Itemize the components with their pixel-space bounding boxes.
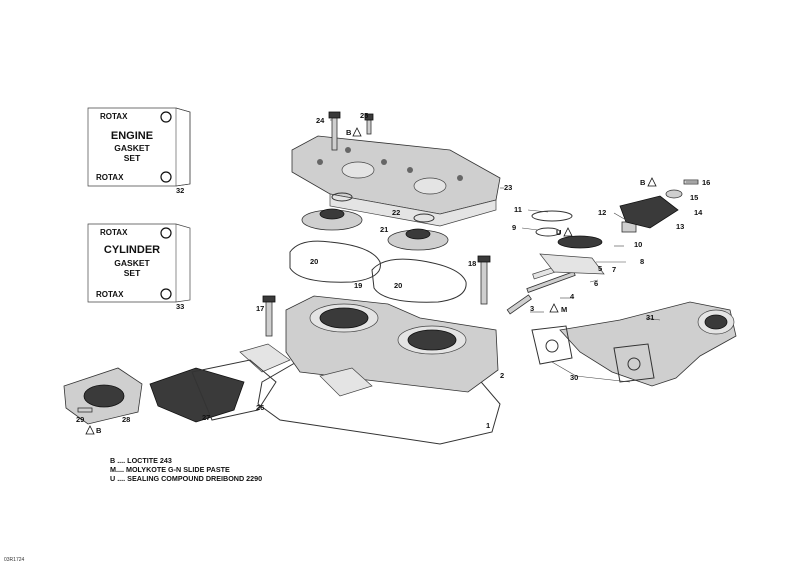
callout-9[interactable]: 9	[512, 223, 516, 232]
callout-14[interactable]: 14	[694, 208, 703, 217]
valve-cover-screw[interactable]	[665, 189, 683, 199]
kit-subtitle: SET	[124, 153, 141, 163]
callout-30[interactable]: 30	[570, 373, 578, 382]
callout-20[interactable]: 20	[394, 281, 402, 290]
adaptor-screw[interactable]	[77, 407, 93, 413]
callout-20[interactable]: 20	[310, 257, 318, 266]
callout-22[interactable]: 22	[392, 208, 400, 217]
callout-21[interactable]: 21	[380, 225, 388, 234]
callout-1[interactable]: 1	[486, 421, 490, 430]
callout-6[interactable]: 6	[594, 279, 598, 288]
callout-11[interactable]: 11	[514, 205, 522, 214]
kit-subtitle: GASKET	[114, 143, 150, 153]
valve-piston[interactable]	[557, 235, 603, 249]
figure-code: 03R1724	[4, 557, 25, 563]
callout-27[interactable]: 27	[202, 413, 210, 422]
reed-valve[interactable]	[149, 367, 245, 423]
brp-logo-icon	[160, 227, 172, 239]
combustion-chamber-insert[interactable]	[301, 208, 363, 231]
legend-sealing-compound: U .... SEALING COMPOUND DREIBOND 2290	[110, 474, 262, 483]
callout-4[interactable]: 4	[570, 292, 575, 301]
callout-10[interactable]: 10	[634, 240, 642, 249]
cylinder-block[interactable]	[239, 295, 499, 397]
loctite-b-icon	[85, 425, 95, 435]
cylinder-head[interactable]	[291, 135, 501, 227]
cylinder-stud[interactable]	[477, 255, 491, 305]
kit-brand: ROTAX	[100, 228, 128, 237]
o-ring[interactable]	[413, 213, 435, 223]
callout-29[interactable]: 29	[76, 415, 84, 424]
kit-brand: ROTAX	[96, 290, 124, 299]
molykote-m-icon	[549, 303, 559, 313]
kit-brand: ROTAX	[100, 112, 128, 121]
callout-3[interactable]: 3	[530, 304, 534, 313]
callout-12[interactable]: 12	[598, 208, 606, 217]
callout-17[interactable]: 17	[256, 304, 264, 313]
brp-logo-icon	[160, 288, 172, 300]
legend-molykote: M.... MOLYKOTE G-N SLIDE PASTE	[110, 465, 230, 474]
engine-gasket-set-card[interactable]: ROTAX ENGINE GASKET SET ROTAX	[87, 107, 191, 187]
brp-logo-icon	[160, 111, 172, 123]
code-b: B	[346, 128, 352, 137]
code-m: M	[561, 305, 567, 314]
valve-seal[interactable]	[535, 227, 561, 237]
callout-16[interactable]: 16	[702, 178, 710, 187]
callout-24[interactable]: 24	[316, 116, 325, 125]
code-u: U	[556, 228, 561, 237]
callout-28[interactable]: 28	[122, 415, 130, 424]
valve-rod[interactable]	[506, 294, 532, 315]
combustion-chamber-insert[interactable]	[387, 228, 449, 251]
head-bolt[interactable]	[328, 111, 341, 151]
cylinder-stud[interactable]	[262, 295, 276, 337]
valve-blade[interactable]	[526, 271, 576, 293]
kit-subtitle: GASKET	[114, 258, 150, 268]
callout-5[interactable]: 5	[598, 264, 602, 273]
exhaust-gasket[interactable]	[531, 325, 573, 365]
head-gasket[interactable]	[289, 240, 381, 283]
valve-housing[interactable]	[539, 253, 605, 275]
legend-loctite: B .... LOCTITE 243	[110, 456, 172, 465]
kit-brand: ROTAX	[96, 173, 124, 182]
loctite-b-icon	[647, 177, 657, 187]
reed-valve-gasket[interactable]	[191, 359, 277, 421]
callout-32[interactable]: 32	[176, 186, 184, 195]
exhaust-gasket[interactable]	[613, 343, 655, 383]
callout-15[interactable]: 15	[690, 193, 698, 202]
callout-18[interactable]: 18	[468, 259, 476, 268]
leader-lines	[330, 119, 698, 383]
brp-logo-icon	[160, 171, 172, 183]
code-b: B	[640, 178, 646, 187]
sealing-compound-u-icon	[563, 227, 573, 237]
o-ring[interactable]	[331, 192, 353, 202]
callout-26[interactable]: 26	[256, 403, 264, 412]
callout-31[interactable]: 31	[646, 313, 654, 322]
kit-subtitle: SET	[124, 268, 141, 278]
cylinder-gasket-set-card[interactable]: ROTAX CYLINDER GASKET SET ROTAX	[87, 223, 191, 303]
callout-7[interactable]: 7	[612, 265, 616, 274]
callout-33[interactable]: 33	[176, 302, 184, 311]
callout-19[interactable]: 19	[354, 281, 362, 290]
callout-2[interactable]: 2	[500, 371, 504, 380]
callout-8[interactable]: 8	[640, 257, 644, 266]
callout-25[interactable]: 25	[360, 111, 368, 120]
head-gasket[interactable]	[371, 258, 467, 303]
product-legend: B .... LOCTITE 243 M.... MOLYKOTE G-N SL…	[110, 456, 262, 483]
code-b: B	[96, 426, 102, 435]
head-stud[interactable]	[364, 113, 374, 135]
kit-title: CYLINDER	[104, 244, 160, 256]
callout-23[interactable]: 23	[504, 183, 512, 192]
kit-title: ENGINE	[111, 130, 153, 142]
callout-13[interactable]: 13	[676, 222, 684, 231]
valve-o-ring[interactable]	[531, 210, 573, 222]
loctite-b-icon	[352, 127, 362, 137]
